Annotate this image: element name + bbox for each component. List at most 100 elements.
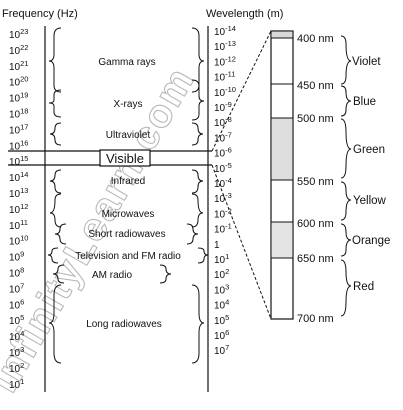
long-left-brace bbox=[48, 284, 62, 364]
frequency-tick-label: 106 bbox=[9, 297, 24, 311]
frequency-tick-label: 108 bbox=[9, 266, 24, 280]
wavelength-tick-label: 10-14 bbox=[214, 24, 236, 38]
nm-label-600: 600 nm bbox=[297, 218, 334, 230]
frequency-tick-label: 107 bbox=[9, 281, 24, 295]
band-group bbox=[47, 27, 209, 364]
xray-right-brace bbox=[191, 79, 205, 121]
wavelength-tick-label: 101 bbox=[214, 252, 229, 266]
band-label-ir: Infrared bbox=[111, 176, 145, 187]
tvfm-right-brace bbox=[197, 247, 209, 264]
color-label-red: Red bbox=[353, 281, 374, 293]
am-right-brace bbox=[159, 264, 172, 284]
frequency-tick-label: 1019 bbox=[9, 91, 28, 105]
red-brace bbox=[340, 259, 352, 317]
band-label-visible: Visible bbox=[106, 151, 144, 166]
frequency-tick-label: 1020 bbox=[9, 75, 28, 89]
wavelength-tick-label: 10-3 bbox=[214, 191, 232, 205]
color-label-yellow: Yellow bbox=[353, 195, 387, 207]
strip-shade-green bbox=[271, 118, 293, 180]
frequency-tick-label: 1014 bbox=[9, 170, 28, 184]
short-left-brace bbox=[54, 223, 67, 245]
frequency-tick-label: 1022 bbox=[9, 43, 28, 57]
violet-brace bbox=[340, 35, 352, 85]
frequency-tick-label: 101 bbox=[9, 377, 24, 391]
micro-left-brace bbox=[49, 193, 62, 228]
uv-right-brace bbox=[191, 122, 204, 146]
wavelength-tick-label: 10-4 bbox=[214, 176, 232, 190]
nm-label-550: 550 nm bbox=[297, 176, 334, 188]
color-braces bbox=[340, 35, 352, 317]
micro-right-brace bbox=[191, 193, 204, 228]
wavelength-tick-label: 102 bbox=[214, 267, 229, 281]
nm-label-700: 700 nm bbox=[297, 313, 334, 325]
tvfm-left-brace bbox=[47, 247, 59, 264]
frequency-tick-label: 1013 bbox=[9, 186, 28, 200]
wavelength-header: Wevelength (m) bbox=[206, 8, 283, 20]
long-right-brace bbox=[191, 284, 205, 364]
xray-left-brace bbox=[48, 89, 62, 118]
nm-label-450: 450 nm bbox=[297, 80, 334, 92]
frequency-header: Frequency (Hz) bbox=[2, 8, 78, 20]
color-label-blue: Blue bbox=[353, 96, 376, 108]
wavelength-tick-label: 10-1 bbox=[214, 222, 232, 236]
frequency-tick-label: 104 bbox=[9, 329, 24, 343]
wavelength-tick-label: 10-11 bbox=[214, 70, 235, 84]
am-left-brace bbox=[52, 264, 65, 284]
nm-label-650: 650 nm bbox=[297, 253, 334, 265]
nm-label-400: 400 nm bbox=[297, 33, 334, 45]
wavelength-tick-label: 10-7 bbox=[214, 130, 232, 144]
frequency-tick-label: 1021 bbox=[9, 59, 28, 73]
green-brace bbox=[340, 118, 352, 179]
ir-right-brace bbox=[191, 169, 204, 194]
frequency-tick-label: 1015 bbox=[9, 154, 28, 168]
wavelength-tick-labels: 10-1410-1310-1210-1110-1010-910-810-710-… bbox=[214, 24, 236, 357]
frequency-tick-label: 102 bbox=[9, 361, 24, 375]
wavelength-tick-label: 10-6 bbox=[214, 146, 232, 160]
band-label-gamma: Gamma rays bbox=[98, 57, 155, 68]
color-label-violet: Violet bbox=[352, 56, 381, 68]
wavelength-tick-label: 10-2 bbox=[214, 206, 232, 220]
frequency-tick-label: 1012 bbox=[9, 202, 28, 216]
band-label-uv: Ultraviolet bbox=[106, 130, 151, 141]
projection-line-bottom bbox=[211, 164, 272, 320]
band-label-xray: X-rays bbox=[114, 99, 143, 110]
short-right-brace bbox=[186, 223, 199, 245]
yellow-brace bbox=[340, 181, 352, 221]
frequency-tick-labels: 1023102210211020101910181017101610151014… bbox=[9, 27, 28, 391]
ir-left-brace bbox=[49, 169, 62, 194]
band-label-micro: Microwaves bbox=[102, 209, 155, 220]
blue-brace bbox=[340, 85, 352, 117]
uv-left-brace bbox=[49, 122, 62, 146]
wavelength-tick-label: 10-9 bbox=[214, 100, 232, 114]
band-label-am: AM radio bbox=[92, 270, 132, 281]
band-label-short: Short radiowaves bbox=[88, 229, 165, 240]
frequency-tick-label: 1011 bbox=[9, 218, 28, 232]
wavelength-tick-label: 103 bbox=[214, 282, 229, 296]
frequency-tick-label: 1017 bbox=[9, 122, 28, 136]
nm-label-500: 500 nm bbox=[297, 113, 334, 125]
frequency-tick-label: 103 bbox=[9, 345, 24, 359]
visible-label-box bbox=[99, 149, 151, 167]
orange-brace bbox=[340, 223, 352, 257]
frequency-tick-label: 1018 bbox=[9, 107, 28, 121]
color-label-green: Green bbox=[353, 144, 385, 156]
gamma-left-brace bbox=[48, 27, 62, 93]
wavelength-tick-label: 10-8 bbox=[214, 115, 232, 129]
wavelength-tick-label: 10-5 bbox=[214, 161, 232, 175]
wavelength-tick-label: 104 bbox=[214, 298, 229, 312]
frequency-tick-label: 1023 bbox=[9, 27, 28, 41]
frequency-tick-label: 109 bbox=[9, 250, 24, 264]
visible-band: Visible bbox=[8, 149, 212, 167]
projection-line-top bbox=[211, 30, 272, 152]
band-label-long: Long radiowaves bbox=[86, 319, 162, 330]
wavelength-tick-label: 10-10 bbox=[214, 85, 236, 99]
wavelength-tick-label: 1 bbox=[214, 240, 220, 251]
wavelength-tick-label: 10-12 bbox=[214, 54, 236, 68]
strip-shade-top bbox=[271, 31, 293, 38]
frequency-tick-label: 1010 bbox=[9, 234, 28, 248]
visible-detail-column bbox=[270, 30, 294, 320]
frequency-tick-label: 105 bbox=[9, 313, 24, 327]
strip-shade-orange bbox=[271, 222, 293, 258]
wavelength-tick-label: 107 bbox=[214, 343, 229, 357]
